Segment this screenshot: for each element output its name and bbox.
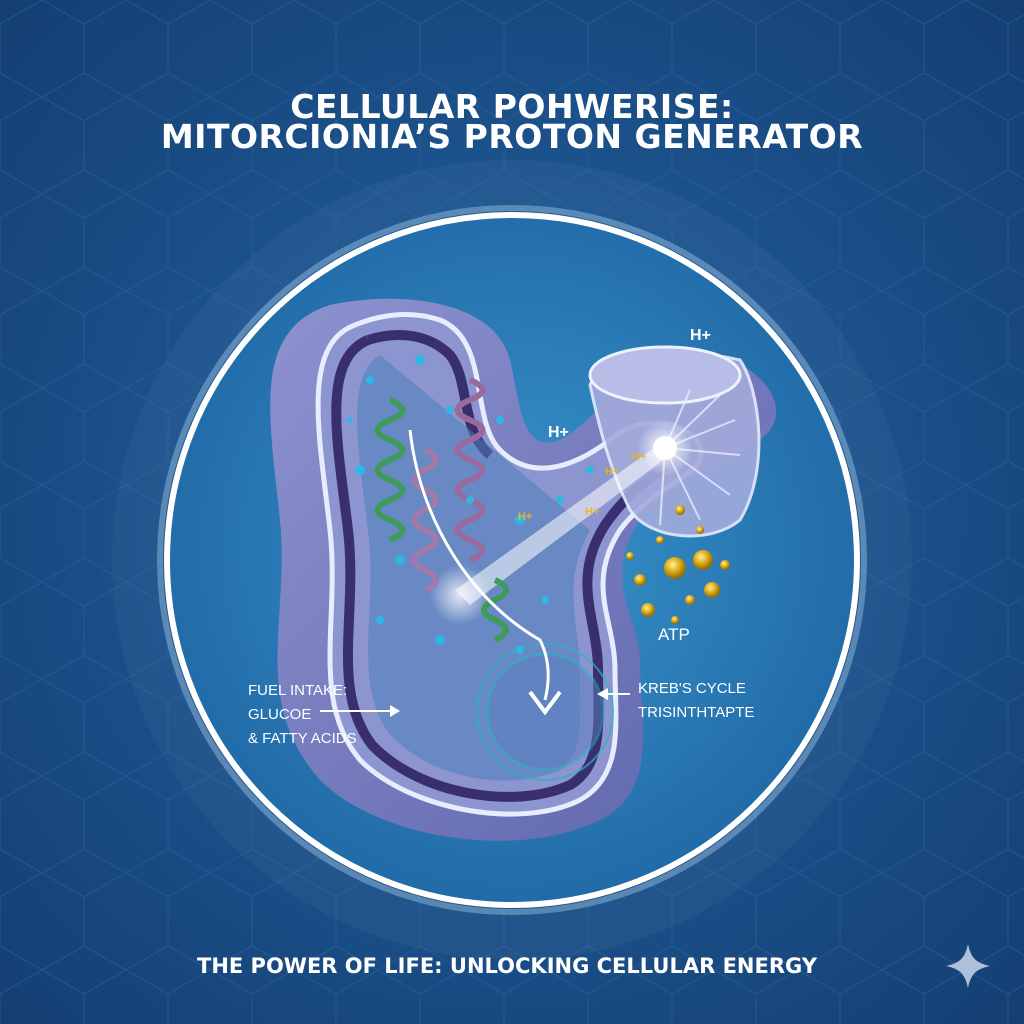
krebs-line-1: KREB'S CYCLE: [638, 680, 746, 697]
krebs-arrow-icon: [597, 688, 630, 700]
flow-arrow: [408, 429, 550, 701]
h-plus-small-4: H+: [518, 511, 532, 523]
krebs-cycle-ring: [408, 429, 614, 781]
krebs-line-2: TRISINTHTAPTE: [638, 704, 754, 721]
h-plus-label-left: H+: [548, 424, 569, 441]
h-plus-small-1: H+: [632, 451, 646, 463]
fuel-intake-line-3: & FATTY ACIDS: [248, 730, 357, 747]
proton-beam: [455, 440, 670, 605]
title-line-1: CELLULAR POHWERISE:: [290, 87, 733, 126]
protein-helices: [374, 377, 509, 643]
fuel-intake-line-1: FUEL INTAKE:: [248, 682, 347, 699]
particles: [347, 355, 594, 654]
fuel-arrow-icon: [320, 705, 400, 717]
arrow-head-icon: [528, 690, 562, 716]
title-line-2: MITORCIONIA’S PROTON GENERATOR: [161, 117, 863, 156]
footer-tagline: THE POWER OF LIFE: UNLOCKING CELLULAR EN…: [197, 954, 818, 978]
beam-origin-glow: [430, 565, 490, 625]
fuel-intake-line-2: GLUCOE: [248, 706, 311, 723]
h-plus-small-3: H+: [585, 506, 599, 518]
sparkle-icon: [946, 944, 990, 988]
atp-molecules: [626, 505, 730, 624]
atp-label: ATP: [658, 625, 690, 644]
h-plus-small-2: H+: [605, 466, 619, 478]
circle-glow: [157, 205, 867, 915]
h-plus-label-top: H+: [690, 327, 711, 344]
